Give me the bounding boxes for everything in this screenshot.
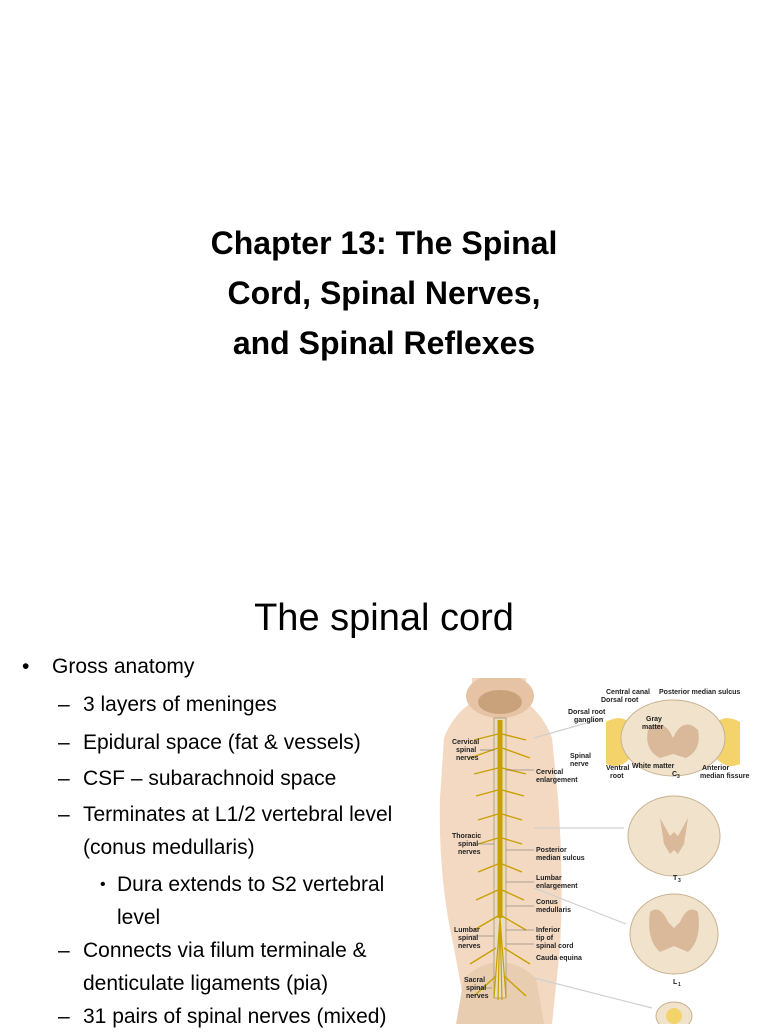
title-slide: Chapter 13: The Spinal Cord, Spinal Nerv… bbox=[84, 218, 684, 368]
label-sacral-spinal-nerves-3: nerves bbox=[466, 993, 489, 1000]
bullet-marker: – bbox=[58, 803, 70, 826]
label-cervical-enlargement-2: enlargement bbox=[536, 777, 578, 784]
label-conus-medullaris-1: Conus bbox=[536, 899, 558, 906]
label-cauda-equina: Cauda equina bbox=[536, 955, 582, 962]
label-spinal-nerve-1: Spinal bbox=[570, 753, 591, 760]
label-dorsal-root-ganglion-1: Dorsal root bbox=[568, 709, 606, 716]
label-inferior-tip-3: spinal cord bbox=[536, 943, 573, 950]
label-thoracic-spinal-nerves-1: Thoracic bbox=[452, 833, 481, 840]
label-sacral-spinal-nerves-2: spinal bbox=[466, 985, 486, 992]
label-lumbar-spinal-nerves-3: nerves bbox=[458, 943, 481, 950]
label-thoracic-spinal-nerves-2: spinal bbox=[458, 841, 478, 848]
bullet-marker: – bbox=[58, 939, 70, 962]
label-dorsal-root-ganglion-2: ganglion bbox=[574, 717, 603, 724]
bullet-text: Terminates at L1/2 vertebral level (conu… bbox=[83, 803, 393, 859]
label-t3-sub: 3 bbox=[678, 878, 681, 884]
sacral-section-core bbox=[666, 1008, 682, 1024]
bullet-text: Dura extends to S2 vertebral level bbox=[117, 873, 385, 929]
cross-section-t3 bbox=[627, 795, 721, 877]
label-posterior-median-sulcus-1: Posterior bbox=[536, 847, 567, 854]
label-sacral-spinal-nerves-1: Sacral bbox=[464, 977, 485, 984]
bullet-text: Gross anatomy bbox=[52, 655, 195, 678]
label-anterior-median-fissure-1: Anterior bbox=[702, 765, 730, 772]
spinal-nerves bbox=[469, 733, 531, 997]
label-white-matter: White matter bbox=[632, 763, 675, 770]
bullet-text: 3 layers of meninges bbox=[83, 693, 277, 716]
label-cervical-spinal-nerves-3: nerves bbox=[456, 755, 479, 762]
label-central-canal: Central canal bbox=[606, 689, 650, 696]
bullet-marker: • bbox=[100, 876, 106, 893]
c3-gray-matter bbox=[647, 724, 699, 758]
label-c3: C bbox=[672, 771, 677, 778]
label-lumbar-enlargement-1: Lumbar bbox=[536, 875, 562, 882]
spinal-cord-figure: Central canal Dorsal root Posterior medi… bbox=[434, 674, 768, 1031]
brain-base-shape bbox=[478, 690, 522, 714]
label-cervical-spinal-nerves-1: Cervical bbox=[452, 739, 479, 746]
spinal-cord-illustration: Central canal Dorsal root Posterior medi… bbox=[439, 674, 750, 1031]
bullet-text: Epidural space (fat & vessels) bbox=[83, 731, 361, 754]
bullet-text: CSF – subarachnoid space bbox=[83, 767, 337, 790]
label-posterior-median-sulcus-top: Posterior median sulcus bbox=[659, 689, 740, 696]
label-l1: L bbox=[673, 979, 678, 986]
l1-gray-matter bbox=[649, 909, 699, 952]
bullet-marker: – bbox=[58, 767, 70, 790]
label-lumbar-spinal-nerves-2: spinal bbox=[458, 935, 478, 942]
cross-section-l1 bbox=[629, 893, 719, 975]
label-gray-matter-2: matter bbox=[642, 724, 664, 731]
pointer-arrows bbox=[533, 717, 653, 1009]
label-spinal-nerve-2: nerve bbox=[570, 761, 589, 768]
chapter-title-line-1: Chapter 13: The Spinal bbox=[210, 225, 558, 261]
bullet-marker: – bbox=[58, 693, 70, 716]
label-thoracic-spinal-nerves-3: nerves bbox=[458, 849, 481, 856]
label-dorsal-root: Dorsal root bbox=[601, 697, 639, 704]
leader-lines bbox=[470, 749, 534, 989]
t3-gray-matter bbox=[660, 818, 688, 854]
label-t3: T bbox=[673, 875, 678, 882]
label-cervical-spinal-nerves-2: spinal bbox=[456, 747, 476, 754]
cauda-equina-lines bbox=[493, 917, 507, 1001]
slide-title: The spinal cord bbox=[254, 597, 514, 639]
chapter-title-line-2: Cord, Spinal Nerves, bbox=[227, 275, 541, 311]
label-cervical-enlargement-1: Cervical bbox=[536, 769, 563, 776]
label-conus-medullaris-2: medullaris bbox=[536, 907, 571, 914]
label-posterior-median-sulcus-2: median sulcus bbox=[536, 855, 585, 862]
label-lumbar-enlargement-2: enlargement bbox=[536, 883, 578, 890]
bullet-text: Connects via filum terminale & denticula… bbox=[83, 939, 367, 995]
bullet-marker: – bbox=[58, 731, 70, 754]
label-lumbar-spinal-nerves-1: Lumbar bbox=[454, 927, 480, 934]
label-inferior-tip-1: Inferior bbox=[536, 927, 560, 934]
label-anterior-median-fissure-2: median fissure bbox=[700, 773, 750, 780]
bullet-marker: • bbox=[22, 655, 30, 678]
label-ventral-root-1: Ventral bbox=[606, 765, 629, 772]
bullet-text: 31 pairs of spinal nerves (mixed) bbox=[83, 1005, 387, 1028]
label-c3-sub: 3 bbox=[677, 774, 680, 780]
label-inferior-tip-2: tip of bbox=[536, 935, 554, 942]
chapter-title-line-3: and Spinal Reflexes bbox=[232, 325, 536, 361]
label-ventral-root-2: root bbox=[610, 773, 624, 780]
bullet-marker: – bbox=[58, 1005, 70, 1028]
label-gray-matter-1: Gray bbox=[646, 716, 662, 723]
cross-section-c3 bbox=[606, 699, 740, 777]
label-l1-sub: 1 bbox=[678, 982, 681, 988]
chapter-title: Chapter 13: The Spinal Cord, Spinal Nerv… bbox=[84, 218, 684, 368]
